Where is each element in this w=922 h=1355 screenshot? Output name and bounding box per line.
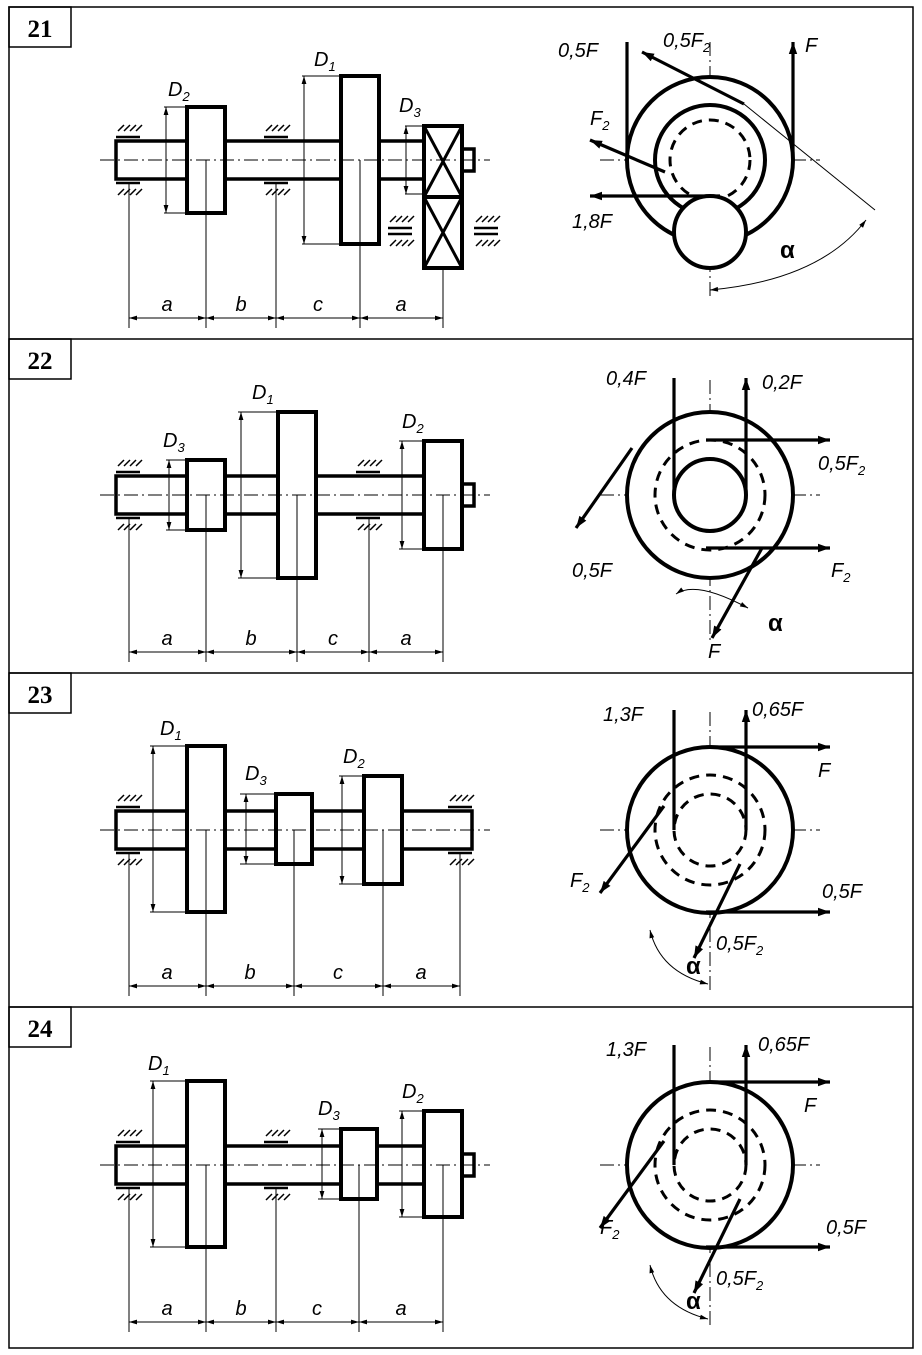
variant-number: 24 bbox=[28, 1016, 54, 1043]
force-label: 0,5F bbox=[572, 560, 614, 582]
dim-label-a: a bbox=[161, 962, 172, 984]
angle-alpha: α bbox=[686, 1288, 701, 1315]
dim-label-a: a bbox=[395, 1298, 406, 1320]
angle-alpha: α bbox=[780, 237, 795, 264]
variant-number: 22 bbox=[28, 348, 53, 375]
variant-21: 21 bbox=[8, 6, 876, 328]
dim-label-a: a bbox=[161, 628, 172, 650]
force-label: F bbox=[818, 760, 832, 782]
bearing-left bbox=[116, 1129, 143, 1201]
force-label: 1,3F bbox=[606, 1039, 648, 1061]
length-dims bbox=[128, 853, 461, 996]
small-pulley bbox=[672, 194, 748, 270]
label-d2: D2 bbox=[343, 746, 365, 771]
dim-label-c: c bbox=[328, 628, 338, 650]
force-label: F bbox=[805, 35, 819, 57]
dim-label-a: a bbox=[161, 1298, 172, 1320]
force-label: F2 bbox=[600, 1217, 620, 1242]
force-label: F2 bbox=[590, 108, 610, 133]
coupling-d3 bbox=[422, 124, 464, 270]
dim-label-b: b bbox=[235, 294, 246, 316]
force-label: 0,5F2 bbox=[716, 1268, 764, 1293]
bearing-right bbox=[356, 459, 383, 531]
length-dims bbox=[128, 183, 444, 328]
force-label: 0,65F bbox=[752, 699, 805, 721]
length-dims bbox=[128, 1188, 444, 1332]
label-d3: D3 bbox=[245, 763, 267, 788]
force-label: 1,8F bbox=[572, 211, 614, 233]
force-label: 0,2F bbox=[762, 372, 804, 394]
label-d3: D3 bbox=[163, 430, 185, 455]
dim-label-c: c bbox=[333, 962, 343, 984]
label-d1: D1 bbox=[160, 718, 182, 743]
dim-label-a: a bbox=[395, 294, 406, 316]
force-label: F bbox=[804, 1095, 818, 1117]
variant-number-box bbox=[8, 672, 72, 714]
shaft-drawing: D3 D1 D2 a b c a bbox=[100, 382, 490, 662]
angle-alpha: α bbox=[768, 610, 783, 637]
bearing-right bbox=[388, 215, 501, 247]
force-label: F2 bbox=[570, 870, 590, 895]
hidden-circle bbox=[668, 118, 752, 202]
dim-label-b: b bbox=[235, 1298, 246, 1320]
label-d2: D2 bbox=[402, 411, 424, 436]
angle-alpha: α bbox=[686, 953, 701, 980]
shaft-drawing: D2 D1 D3 a b c a bbox=[100, 49, 501, 328]
label-d1: D1 bbox=[314, 49, 336, 74]
variant-number-box bbox=[8, 6, 72, 48]
dim-label-a: a bbox=[400, 628, 411, 650]
dim-label-b: b bbox=[245, 628, 256, 650]
force-label: 1,3F bbox=[603, 704, 645, 726]
force-label: 0,5F2 bbox=[818, 453, 866, 478]
variant-22: 22 bbox=[8, 338, 866, 663]
variant-number-box bbox=[8, 338, 72, 380]
shaft-drawing: D1 D3 D2 a b c a bbox=[100, 1053, 490, 1332]
variant-23: 23 bbox=[8, 672, 864, 996]
dim-label-a: a bbox=[415, 962, 426, 984]
length-dims bbox=[128, 518, 444, 662]
variant-number: 21 bbox=[28, 16, 53, 43]
dim-label-b: b bbox=[244, 962, 255, 984]
force-label: 0,5F bbox=[558, 40, 600, 62]
label-d1: D1 bbox=[148, 1053, 170, 1078]
force-scheme: 1,3F 0,65F F F2 0,5F 0,5F2 α bbox=[598, 1034, 868, 1325]
force-scheme: 0,4F 0,2F 0,5F2 0,5F F2 F α bbox=[572, 368, 866, 663]
force-label: F2 bbox=[831, 560, 851, 585]
force-label: 0,5F2 bbox=[716, 933, 764, 958]
variant-number: 23 bbox=[28, 682, 53, 709]
label-d2: D2 bbox=[168, 79, 190, 104]
force-label: 0,5F bbox=[822, 881, 864, 903]
dim-label-c: c bbox=[312, 1298, 322, 1320]
dim-label-c: c bbox=[313, 294, 323, 316]
variant-number-box bbox=[8, 1006, 72, 1048]
force-scheme: 0,5F 0,5F2 F F2 1,8F α bbox=[558, 30, 876, 300]
bearing-left bbox=[116, 459, 143, 531]
label-d3: D3 bbox=[318, 1098, 340, 1123]
dim-label-a: a bbox=[161, 294, 172, 316]
variant-24: 24 bbox=[8, 1006, 868, 1332]
shaft-drawing: D1 D3 D2 a b c a bbox=[100, 718, 490, 996]
force-label: 0,5F bbox=[826, 1217, 868, 1239]
label-d1: D1 bbox=[252, 382, 274, 407]
label-d3: D3 bbox=[399, 95, 421, 120]
force-label: F bbox=[708, 641, 722, 663]
force-label: 0,4F bbox=[606, 368, 648, 390]
bearing-left bbox=[116, 124, 143, 196]
force-scheme: 1,3F 0,65F F F2 0,5F 0,5F2 α bbox=[570, 699, 864, 990]
label-d2: D2 bbox=[402, 1081, 424, 1106]
force-label: 0,65F bbox=[758, 1034, 811, 1056]
bearing-right bbox=[448, 794, 475, 866]
force-label: 0,5F2 bbox=[663, 30, 711, 55]
bearing-left bbox=[116, 794, 143, 866]
